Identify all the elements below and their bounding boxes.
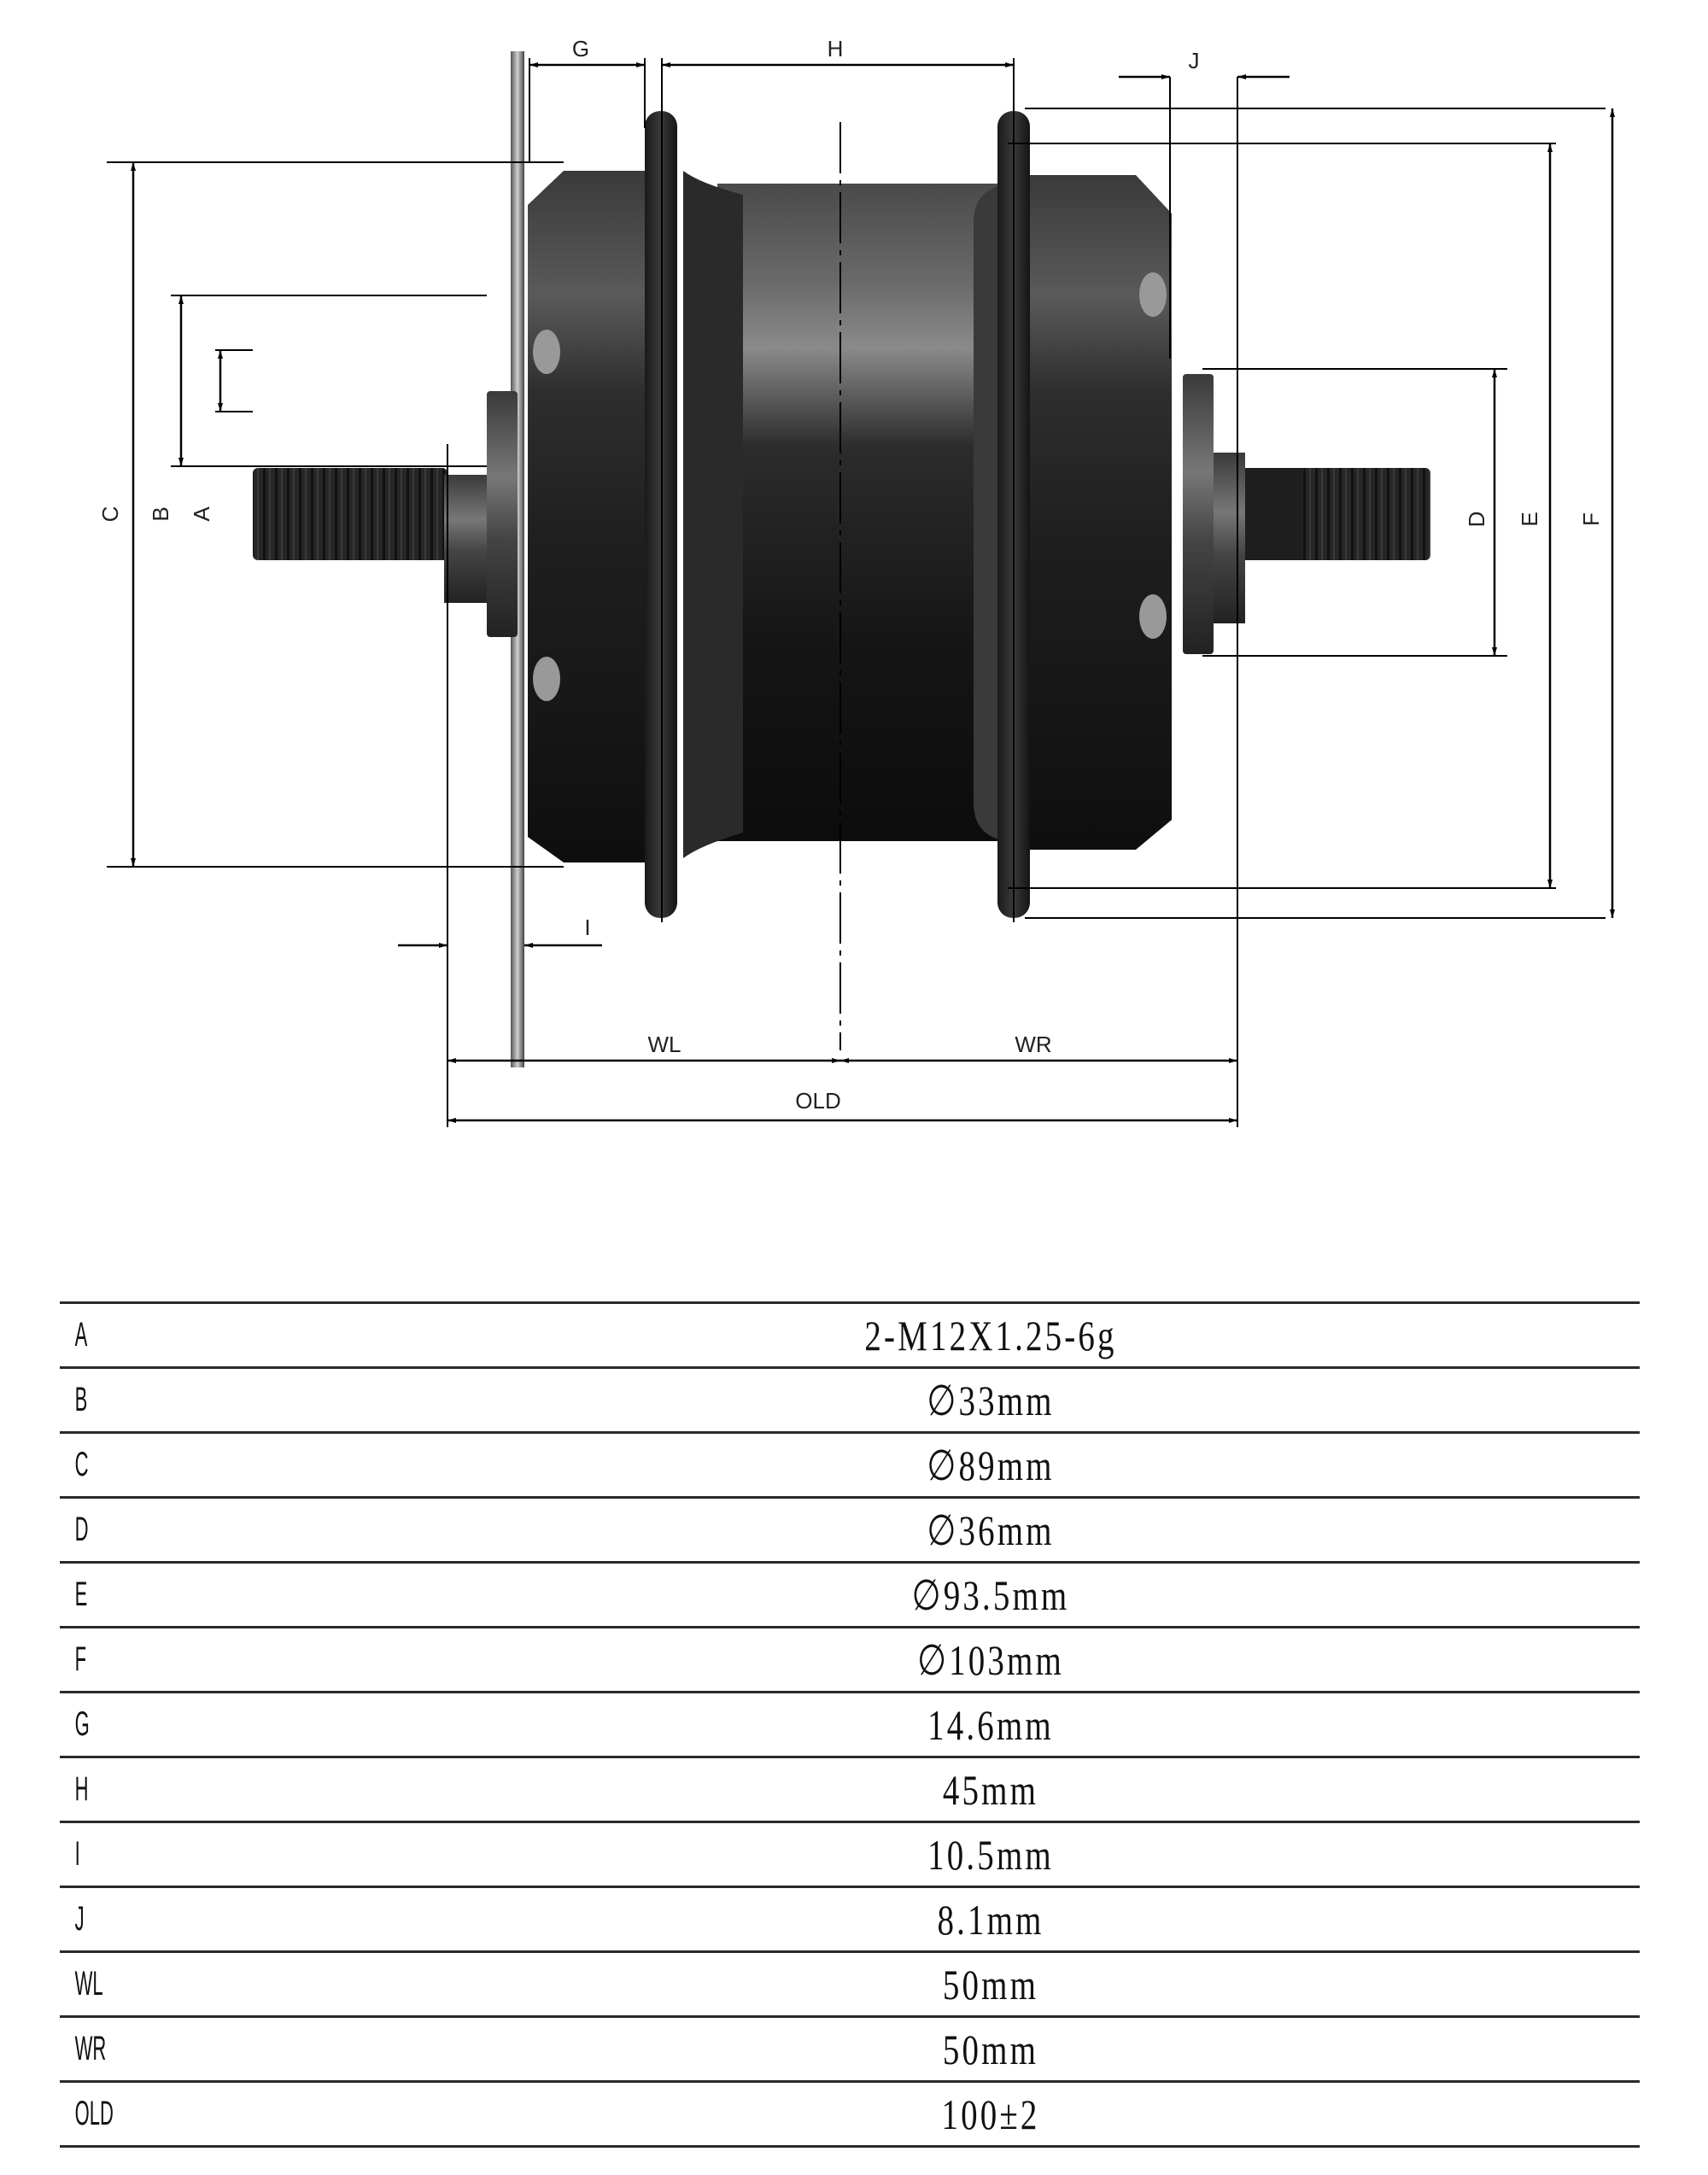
table-row: B ∅33mm — [60, 1367, 1640, 1434]
table-row: E ∅93.5mm — [60, 1562, 1640, 1628]
spec-value: 2-M12X1.25-6g — [864, 1311, 1117, 1359]
table-row: D ∅36mm — [60, 1497, 1640, 1564]
table-row: WL 50mm — [60, 1951, 1640, 2018]
spec-value: ∅36mm — [927, 1506, 1055, 1554]
table-row: J 8.1mm — [60, 1886, 1640, 1953]
spec-key: E — [74, 1576, 88, 1613]
left-axle — [253, 391, 518, 637]
spec-value: 10.5mm — [927, 1830, 1054, 1879]
spec-key: F — [74, 1640, 87, 1678]
dim-label-wl: WL — [648, 1032, 681, 1057]
table-row: C ∅89mm — [60, 1432, 1640, 1499]
dim-label-a: A — [189, 506, 214, 522]
spec-value: 45mm — [942, 1765, 1039, 1814]
spec-key: WR — [74, 2030, 107, 2067]
table-row: F ∅103mm — [60, 1627, 1640, 1693]
dim-label-g: G — [572, 36, 589, 61]
dim-label-j: J — [1189, 48, 1200, 73]
dim-label-b: B — [148, 506, 173, 521]
spec-key: C — [74, 1446, 89, 1483]
spec-key: H — [74, 1770, 89, 1808]
spec-value: ∅103mm — [917, 1635, 1064, 1684]
spec-value: 14.6mm — [927, 1700, 1054, 1749]
spec-value: ∅93.5mm — [911, 1570, 1070, 1619]
right-axle — [1183, 374, 1430, 654]
dim-label-d: D — [1464, 512, 1489, 528]
hub-shell — [528, 111, 1172, 918]
dim-label-old: OLD — [795, 1088, 840, 1114]
spec-key: I — [74, 1835, 80, 1873]
dim-label-wr: WR — [1015, 1032, 1051, 1057]
table-row: WR 50mm — [60, 2016, 1640, 2083]
dimension-lines — [131, 62, 1615, 1123]
spec-table: A 2-M12X1.25-6g B ∅33mm C ∅89mm D ∅36mm E ∅93… — [60, 1301, 1640, 2148]
spec-key: G — [74, 1705, 90, 1743]
table-row: I 10.5mm — [60, 1821, 1640, 1888]
table-row: G 14.6mm — [60, 1692, 1640, 1758]
dim-label-i: I — [584, 915, 590, 940]
spec-key: A — [74, 1316, 88, 1354]
dim-label-e: E — [1517, 512, 1542, 526]
spec-key: WL — [74, 1965, 103, 2003]
spec-value: ∅89mm — [927, 1441, 1055, 1489]
spec-key: OLD — [74, 2095, 114, 2132]
spec-value: 8.1mm — [937, 1895, 1044, 1944]
extension-lines — [107, 58, 1606, 1127]
dim-label-h: H — [828, 36, 844, 61]
table-row: A 2-M12X1.25-6g — [60, 1301, 1640, 1369]
hub-motor-drawing: C B A D E F G H J I WL WR OLD — [97, 36, 1615, 1127]
table-row: H 45mm — [60, 1757, 1640, 1823]
spec-key: J — [74, 1900, 85, 1938]
dim-label-c: C — [97, 506, 123, 523]
table-row: OLD 100±2 — [60, 2081, 1640, 2148]
spec-key: D — [74, 1511, 89, 1548]
spec-value: 50mm — [942, 1960, 1039, 2008]
spec-value: 100±2 — [941, 2090, 1040, 2138]
spec-value: ∅33mm — [927, 1376, 1055, 1424]
spec-key: B — [74, 1381, 88, 1418]
spec-value: 50mm — [942, 2025, 1039, 2073]
dim-label-f: F — [1578, 512, 1604, 526]
